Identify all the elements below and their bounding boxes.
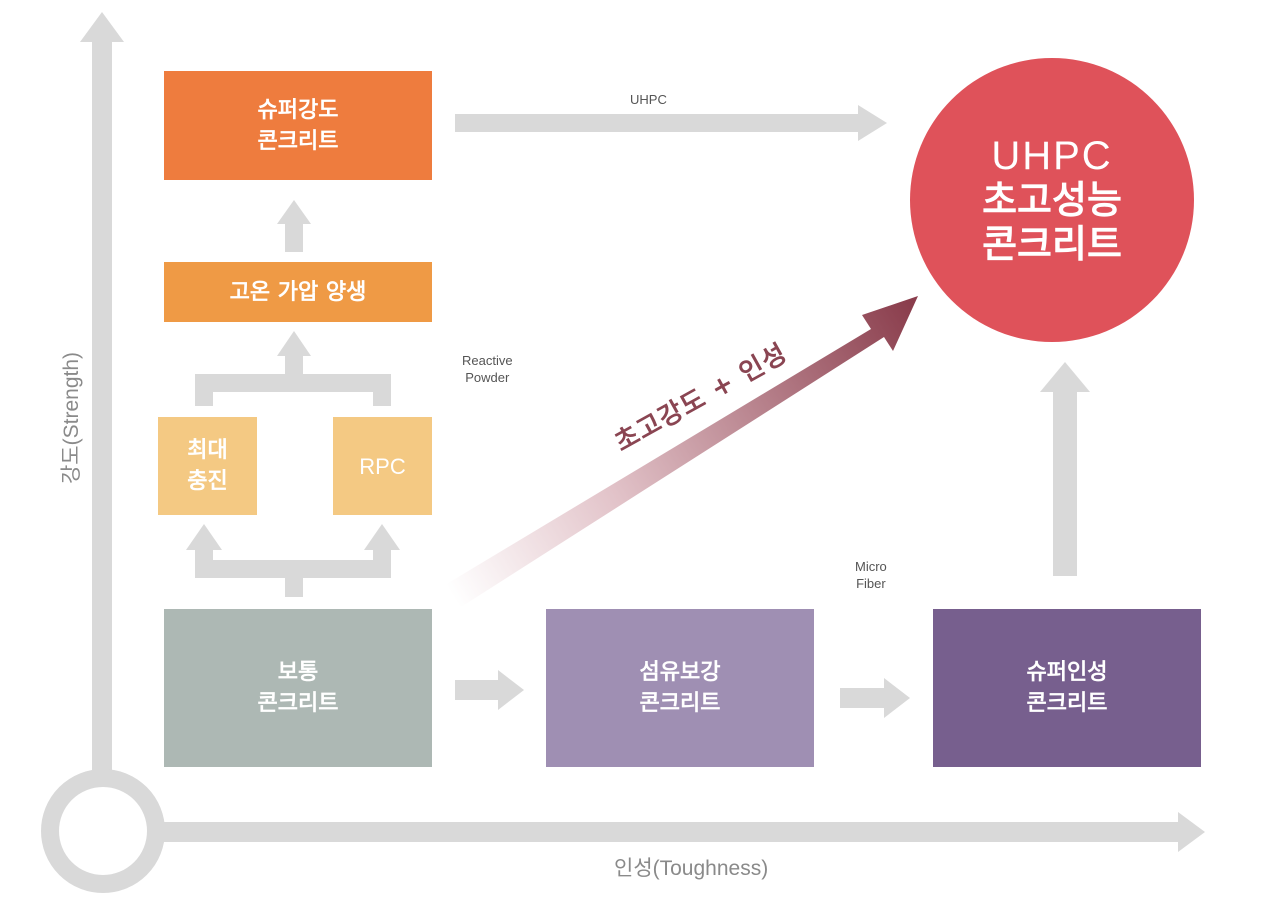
axis-origin-circle xyxy=(41,769,165,893)
uhpc-arrow-label: UHPC xyxy=(630,91,667,108)
reactive-powder-line1: Reactive xyxy=(462,353,513,368)
normal-line2: 콘크리트 xyxy=(257,691,339,716)
uhpc-circle: UHPC 초고성능 콘크리트 xyxy=(910,58,1194,342)
x-axis xyxy=(150,812,1205,852)
fiber-line1: 섬유보강 xyxy=(639,660,721,685)
super-strength-line1: 슈퍼강도 xyxy=(257,97,339,123)
fiber-reinforced-concrete-box: 섬유보강 콘크리트 xyxy=(546,609,814,767)
max-fill-box: 최대 충진 xyxy=(158,417,257,515)
arrow-super-toughness-to-uhpc xyxy=(1040,362,1090,576)
arrow-fiber-to-super-toughness xyxy=(840,678,910,718)
micro-fiber-line1: Micro xyxy=(855,559,887,574)
super-strength-concrete-box: 슈퍼강도 콘크리트 xyxy=(164,71,432,180)
uhpc-line2: 콘크리트 xyxy=(982,222,1122,266)
x-axis-label: 인성(Toughness) xyxy=(614,852,768,882)
arrow-merge-to-curing xyxy=(195,331,391,406)
arrow-diagonal xyxy=(445,296,918,607)
super-toughness-line1: 슈퍼인성 xyxy=(1026,660,1108,685)
y-axis xyxy=(80,12,124,780)
normal-line1: 보통 xyxy=(277,660,319,685)
rpc-label: RPC xyxy=(359,453,406,479)
arrow-normal-to-fiber xyxy=(455,670,524,710)
high-temp-pressure-curing-box: 고온 가압 양생 xyxy=(164,262,432,322)
reactive-powder-label: Reactive Powder xyxy=(462,352,513,386)
y-axis-label: 강도(Strength) xyxy=(55,352,85,484)
micro-fiber-line2: Fiber xyxy=(856,576,886,591)
micro-fiber-label: Micro Fiber xyxy=(855,558,887,592)
fiber-line2: 콘크리트 xyxy=(639,691,721,716)
max-fill-line1: 최대 xyxy=(187,438,228,463)
y-axis-label-text: 강도(Strength) xyxy=(60,351,83,485)
super-strength-line2: 콘크리트 xyxy=(257,128,339,154)
uhpc-arrow-label-text: UHPC xyxy=(630,92,667,107)
arrow-split-from-normal xyxy=(186,524,400,597)
max-fill-line2: 충진 xyxy=(187,469,228,494)
x-axis-label-text: 인성(Toughness) xyxy=(614,857,769,880)
super-toughness-concrete-box: 슈퍼인성 콘크리트 xyxy=(933,609,1201,767)
uhpc-line1: 초고성능 xyxy=(982,178,1122,222)
rpc-box: RPC xyxy=(333,417,432,515)
reactive-powder-line2: Powder xyxy=(465,370,510,385)
curing-label: 고온 가압 양생 xyxy=(229,279,367,305)
arrow-curing-to-super-strength xyxy=(277,200,311,252)
arrow-uhpc xyxy=(455,105,887,141)
normal-concrete-box: 보통 콘크리트 xyxy=(164,609,432,767)
super-toughness-line2: 콘크리트 xyxy=(1026,691,1108,716)
uhpc-title: UHPC xyxy=(991,134,1113,178)
